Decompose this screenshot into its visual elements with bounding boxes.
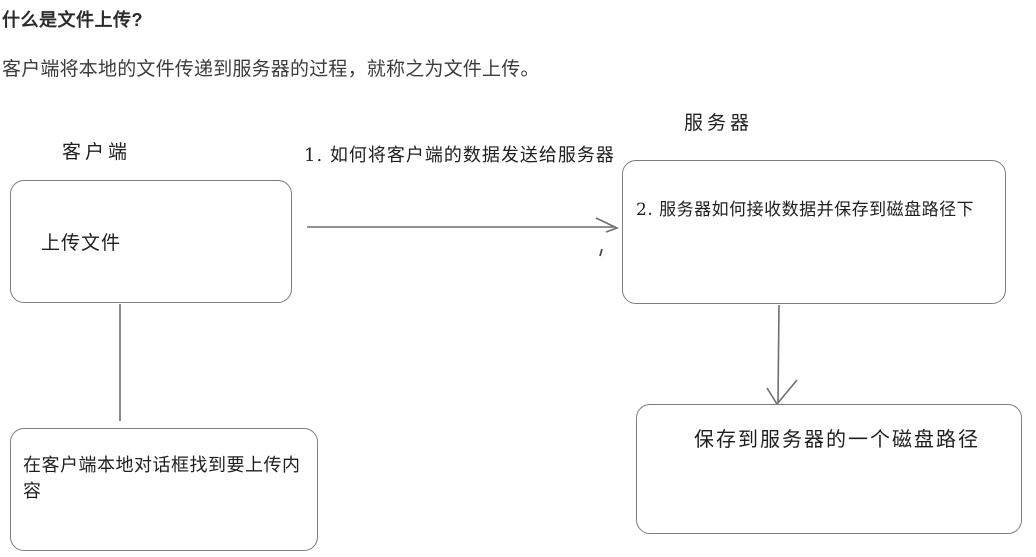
flow-box-client-dialog: 在客户端本地对话框找到要上传内容	[10, 428, 318, 551]
flow-box-save-path-label: 保存到服务器的一个磁盘路径	[694, 427, 980, 451]
page-description: 客户端将本地的文件传递到服务器的过程，就称之为文件上传。	[2, 59, 540, 80]
flow-box-client-dialog-label: 在客户端本地对话框找到要上传内容	[23, 455, 301, 502]
stray-tick-mark	[599, 248, 603, 257]
client-side-label: 客户端	[62, 141, 132, 163]
page-title: 什么是文件上传?	[2, 10, 143, 30]
flow-box-server-receive-label: 2. 服务器如何接收数据并保存到磁盘路径下	[636, 200, 975, 220]
step1-arrow-label: 1. 如何将客户端的数据发送给服务器	[304, 145, 615, 166]
flow-box-server-receive: 2. 服务器如何接收数据并保存到磁盘路径下	[622, 160, 1006, 304]
server-side-label: 服务器	[684, 112, 754, 134]
flow-box-save-path: 保存到服务器的一个磁盘路径	[636, 404, 1022, 534]
arrow-server-to-savepath-line	[777, 304, 780, 403]
flow-box-upload-file: 上传文件	[10, 180, 292, 303]
flow-box-upload-file-label: 上传文件	[41, 232, 122, 254]
arrow-server-to-savepath-head-icon	[766, 379, 798, 406]
arrow-client-to-server-head-icon	[595, 217, 620, 233]
